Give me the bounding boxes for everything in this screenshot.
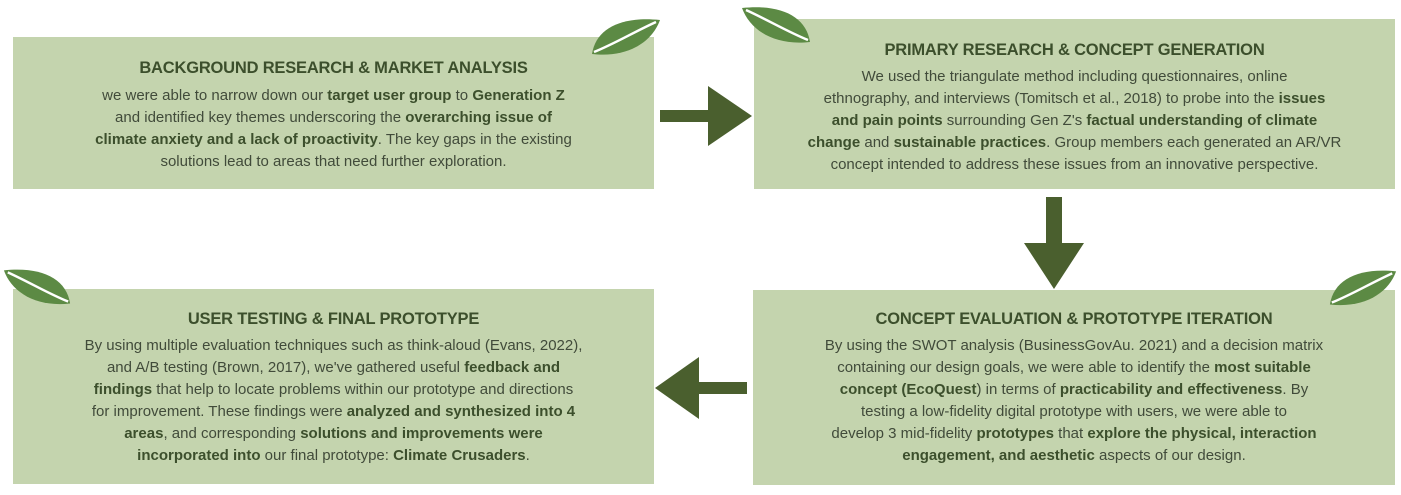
body-text: surrounding Gen Z's: [942, 112, 1087, 129]
body-text: and A/B testing (Brown, 2017), we've gat…: [106, 359, 465, 376]
stage-title: PRIMARY RESEARCH & CONCEPT GENERATION: [884, 41, 1265, 59]
emphasis-text: and pain points: [831, 112, 943, 129]
emphasis-text: target user group: [327, 87, 452, 104]
body-text: By using multiple evaluation techniques …: [84, 337, 583, 354]
body-line: climate anxiety and a lack of proactivit…: [13, 129, 654, 151]
body-text: we were able to narrow down our: [102, 87, 328, 104]
emphasis-text: concept (EcoQuest: [839, 381, 977, 398]
emphasis-text: climate anxiety and a lack of proactivit…: [95, 131, 378, 148]
body-text: testing a low-fidelity digital prototype…: [860, 403, 1288, 420]
body-line: areas, and corresponding solutions and i…: [13, 423, 654, 445]
stage-body: We used the triangulate method including…: [754, 66, 1395, 176]
stage-title: BACKGROUND RESEARCH & MARKET ANALYSIS: [139, 59, 528, 77]
body-line: ethnography, and interviews (Tomitsch et…: [754, 88, 1395, 110]
emphasis-text: analyzed and synthesized into 4: [346, 403, 576, 420]
arrow-left-icon: [655, 357, 747, 419]
emphasis-text: explore the physical, interaction: [1087, 425, 1317, 442]
body-text: .: [525, 447, 530, 464]
body-text: ethnography, and interviews (Tomitsch et…: [823, 90, 1279, 107]
body-line: and pain points surrounding Gen Z's fact…: [754, 110, 1395, 132]
stage-card-primary-research: PRIMARY RESEARCH & CONCEPT GENERATION We…: [754, 19, 1395, 189]
body-text: to: [451, 87, 473, 104]
body-line: findings that help to locate problems wi…: [13, 379, 654, 401]
body-line: incorporated into our final prototype: C…: [13, 445, 654, 467]
body-text: for improvement. These findings were: [91, 403, 347, 420]
body-line: and A/B testing (Brown, 2017), we've gat…: [13, 357, 654, 379]
stage-title: CONCEPT EVALUATION & PROTOTYPE ITERATION: [875, 310, 1273, 328]
emphasis-text: incorporated into: [137, 447, 261, 464]
body-text: aspects of our design.: [1094, 447, 1246, 464]
leaf-icon: [1329, 270, 1397, 306]
body-line: We used the triangulate method including…: [754, 66, 1395, 88]
body-text: and: [860, 134, 894, 151]
body-text: that: [1054, 425, 1088, 442]
emphasis-text: most suitable: [1214, 359, 1311, 376]
body-text: . By: [1282, 381, 1309, 398]
emphasis-text: practicability and effectiveness: [1059, 381, 1283, 398]
emphasis-text: engagement, and aesthetic: [902, 447, 1095, 464]
body-line: for improvement. These findings were ana…: [13, 401, 654, 423]
body-text: and identified key themes underscoring t…: [115, 109, 406, 126]
body-line: solutions lead to areas that need furthe…: [13, 151, 654, 173]
body-line: containing our design goals, we were abl…: [753, 357, 1395, 379]
emphasis-text: Climate Crusaders: [393, 447, 526, 464]
body-line: By using the SWOT analysis (BusinessGovA…: [753, 335, 1395, 357]
body-text: . The key gaps in the existing: [377, 131, 572, 148]
body-line: develop 3 mid-fidelity prototypes that e…: [753, 423, 1395, 445]
body-text: containing our design goals, we were abl…: [837, 359, 1215, 376]
body-text: develop 3 mid-fidelity: [831, 425, 977, 442]
stage-card-concept-evaluation: CONCEPT EVALUATION & PROTOTYPE ITERATION…: [753, 290, 1395, 485]
body-text: By using the SWOT analysis (BusinessGovA…: [824, 337, 1324, 354]
body-line: By using multiple evaluation techniques …: [13, 335, 654, 357]
body-line: testing a low-fidelity digital prototype…: [753, 401, 1395, 423]
emphasis-text: sustainable practices: [893, 134, 1047, 151]
emphasis-text: solutions and improvements were: [300, 425, 543, 442]
arrow-right-icon: [660, 86, 752, 146]
emphasis-text: change: [807, 134, 861, 151]
stage-body: By using the SWOT analysis (BusinessGovA…: [753, 335, 1395, 467]
body-text: , and corresponding: [163, 425, 301, 442]
emphasis-text: findings: [93, 381, 153, 398]
body-text: that help to locate problems within our …: [152, 381, 574, 398]
body-text: . Group members each generated an AR/VR: [1046, 134, 1342, 151]
stage-title: USER TESTING & FINAL PROTOTYPE: [187, 310, 480, 328]
body-text: solutions lead to areas that need furthe…: [160, 153, 507, 170]
body-line: concept intended to address these issues…: [754, 154, 1395, 176]
arrow-down-icon: [1024, 197, 1084, 289]
emphasis-text: Generation Z: [472, 87, 565, 104]
body-text: concept intended to address these issues…: [830, 156, 1319, 173]
body-line: change and sustainable practices. Group …: [754, 132, 1395, 154]
emphasis-text: areas: [124, 425, 164, 442]
stage-card-user-testing: USER TESTING & FINAL PROTOTYPE By using …: [13, 289, 654, 484]
emphasis-text: factual understanding of climate: [1086, 112, 1318, 129]
leaf-icon: [742, 7, 810, 43]
body-text: We used the triangulate method including…: [861, 68, 1288, 85]
emphasis-text: overarching issue of: [405, 109, 552, 126]
body-line: and identified key themes underscoring t…: [13, 107, 654, 129]
body-line: concept (EcoQuest) in terms of practicab…: [753, 379, 1395, 401]
stage-body: we were able to narrow down our target u…: [13, 85, 654, 173]
emphasis-text: issues: [1278, 90, 1326, 107]
body-text: our final prototype:: [260, 447, 394, 464]
body-line: engagement, and aesthetic aspects of our…: [753, 445, 1395, 467]
stage-card-background-research: BACKGROUND RESEARCH & MARKET ANALYSIS we…: [13, 37, 654, 189]
stage-body: By using multiple evaluation techniques …: [13, 335, 654, 467]
leaf-icon: [3, 269, 71, 305]
body-text: ) in terms of: [976, 381, 1060, 398]
emphasis-text: prototypes: [976, 425, 1054, 442]
body-line: we were able to narrow down our target u…: [13, 85, 654, 107]
emphasis-text: feedback and: [464, 359, 561, 376]
leaf-icon: [592, 19, 660, 55]
